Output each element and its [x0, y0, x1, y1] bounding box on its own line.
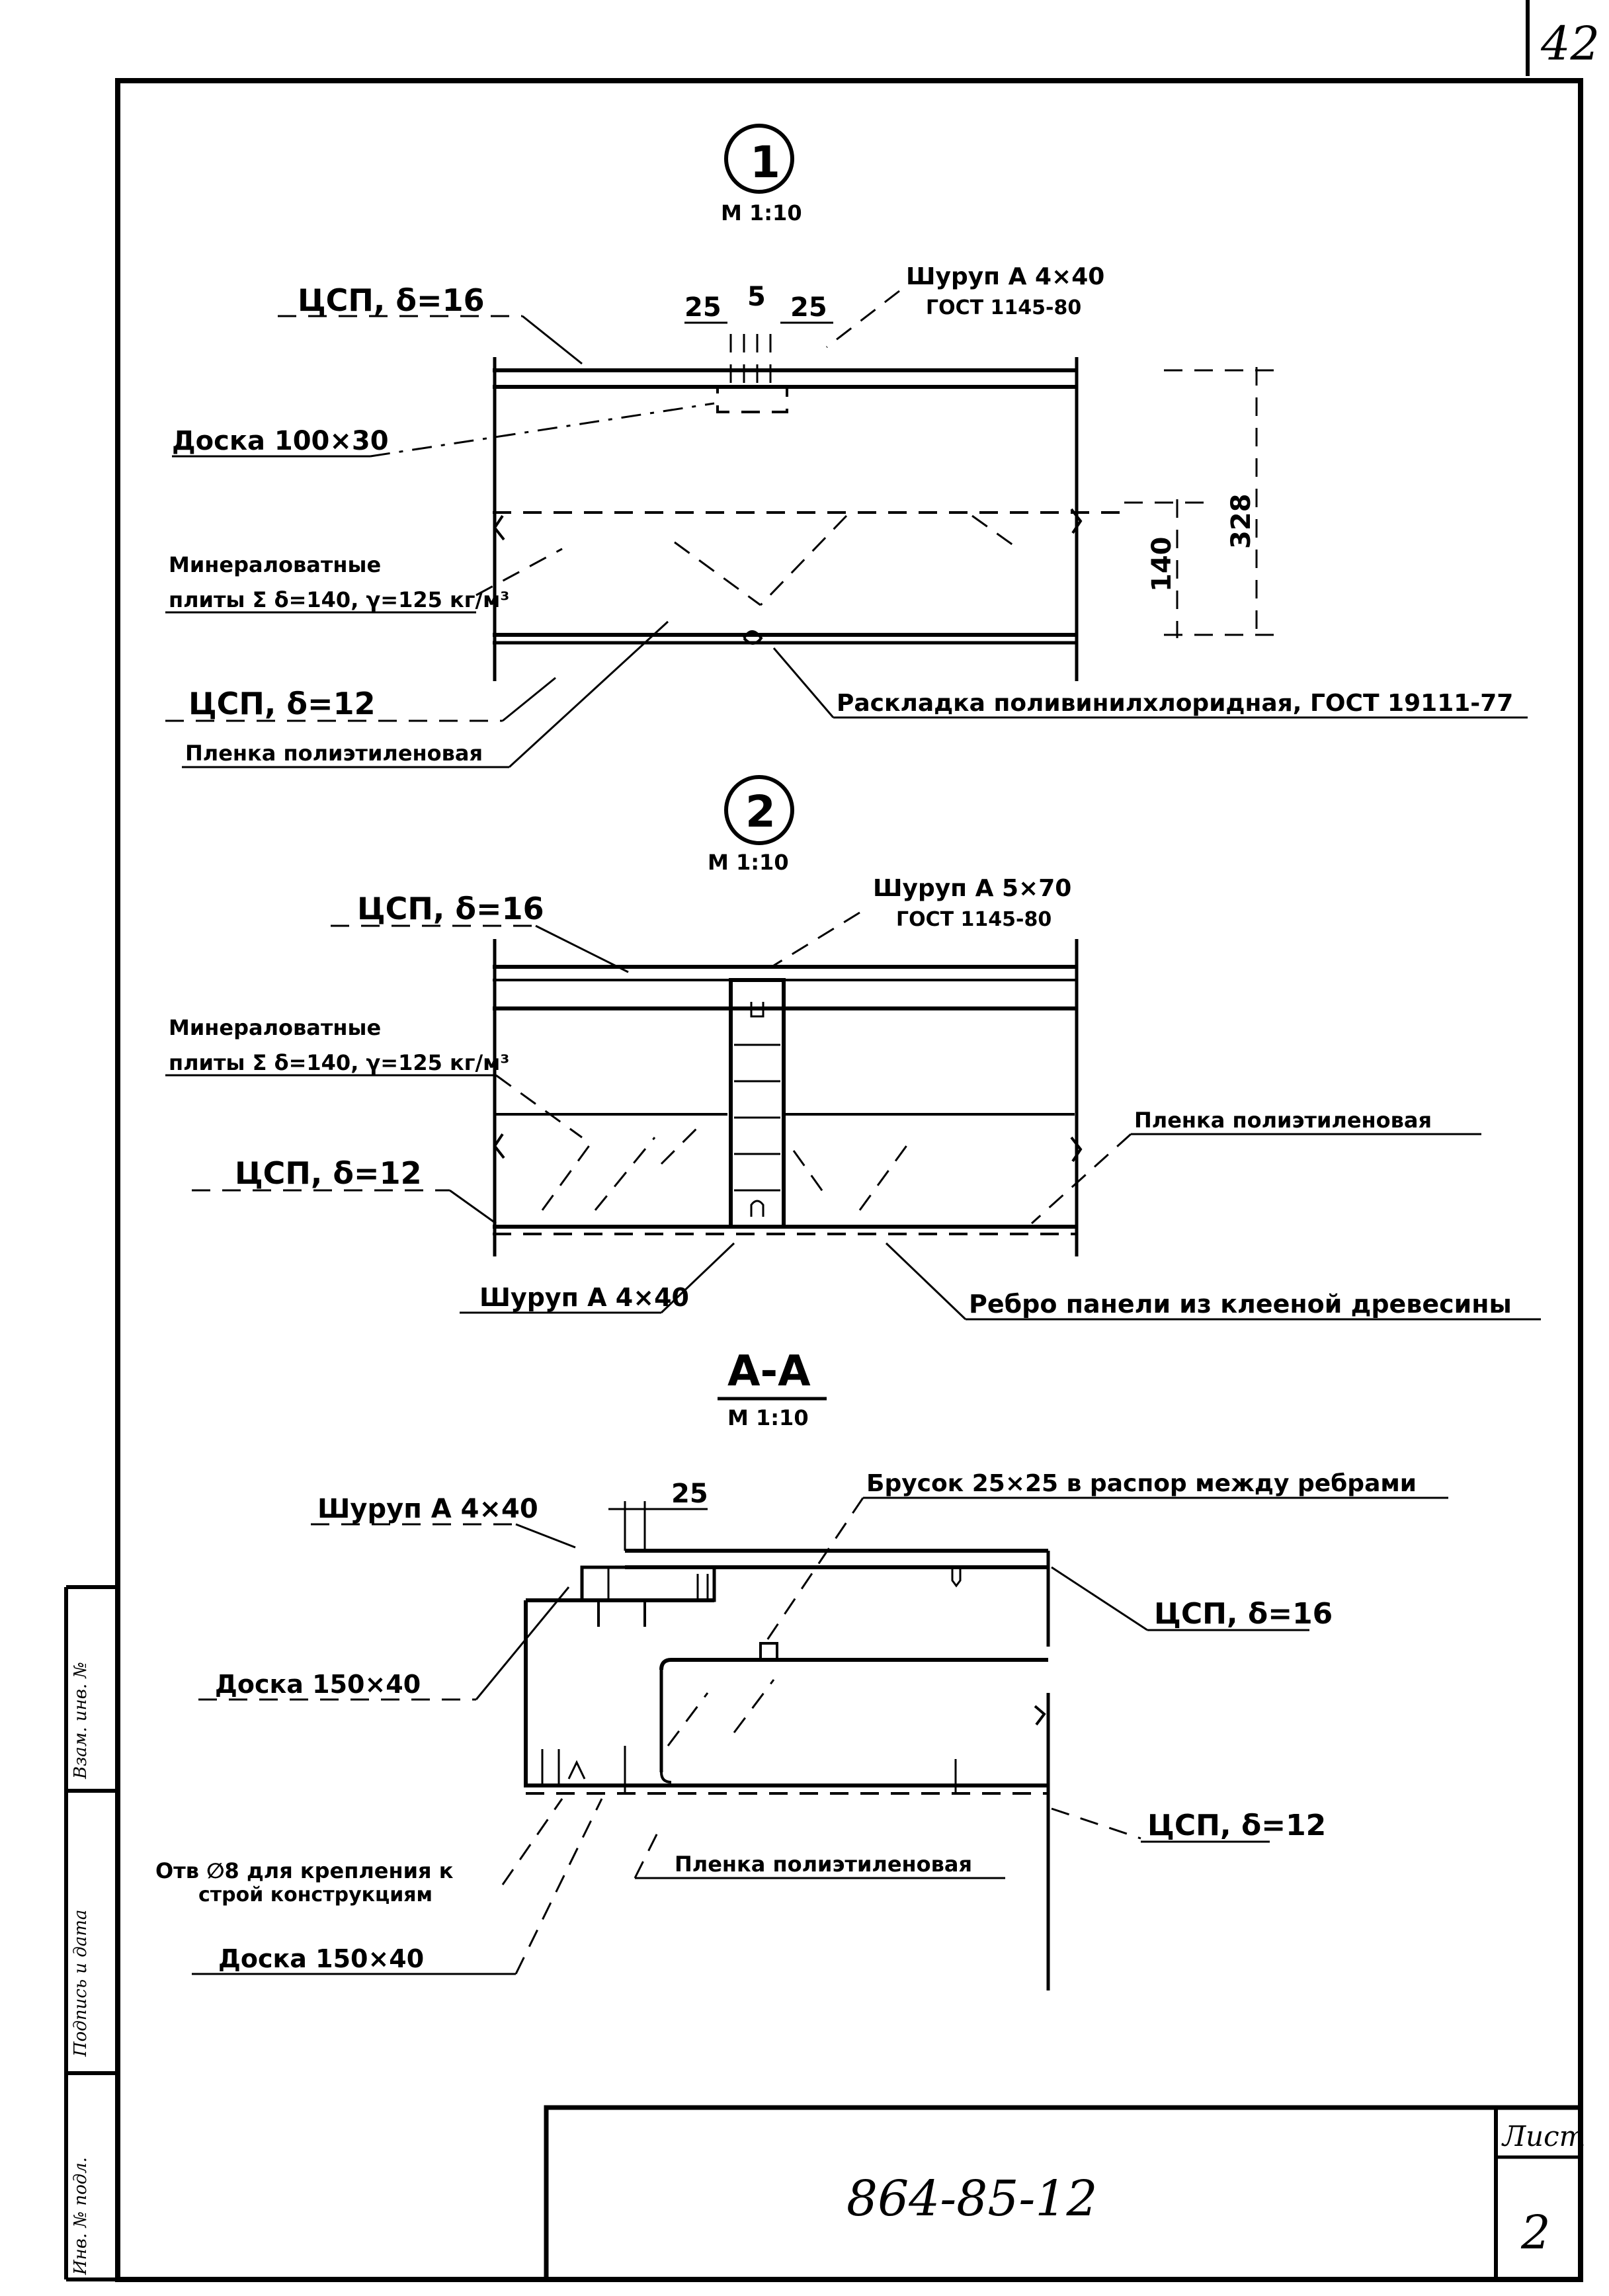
detail-2-screw-bottom: Шуруп А 4×40	[479, 1283, 689, 1312]
drawing-code: 864-85-12	[846, 2170, 1098, 2227]
section-hole-1: Отв ∅8 для крепления к	[155, 1858, 454, 1883]
detail-2-csp16: ЦСП, δ=16	[357, 891, 544, 926]
detail-1-screw-2: ГОСТ 1145-80	[926, 296, 1081, 319]
section-csp12: ЦСП, δ=12	[1147, 1809, 1326, 1842]
detail-2-mineral-1: Минераловатные	[169, 1015, 381, 1040]
section-screw: Шуруп А 4×40	[317, 1494, 538, 1524]
section-hole-2: строй конструкциям	[198, 1883, 433, 1906]
section-csp16: ЦСП, δ=16	[1154, 1597, 1333, 1631]
detail-1-csp12: ЦСП, δ=12	[188, 686, 376, 721]
section-dim-25: 25	[671, 1479, 708, 1509]
detail-2-mineral-2: плиты Σ δ=140, γ=125 кг/м³	[169, 1050, 509, 1075]
section-film: Пленка полиэтиленовая	[675, 1852, 972, 1877]
title-sheet-no: 2	[1520, 2205, 1551, 2260]
detail-2-screw-1: Шуруп А 5×70	[873, 875, 1071, 902]
detail-1-film: Пленка полиэтиленовая	[185, 741, 483, 766]
section-board-bottom: Доска 150×40	[218, 1944, 424, 1973]
detail-1-scale: М 1:10	[721, 200, 802, 226]
detail-1-screw-1: Шуруп А 4×40	[906, 263, 1104, 290]
detail-2-scale: М 1:10	[708, 850, 789, 875]
corner-sheet-number: 42	[1540, 17, 1600, 71]
sheet-frame: 42 Взам. инв. № Подпись и дата Инв. № по…	[64, 0, 1600, 2282]
stamp-replace-inv: Взам. инв. №	[71, 1662, 91, 1780]
section-a-a: А-А М 1:10	[155, 1347, 1448, 1990]
detail-2-screw-2: ГОСТ 1145-80	[896, 908, 1052, 931]
detail-1: 1 М 1:10 328 140 25 5 25	[165, 124, 1528, 768]
section-bar: Брусок 25×25 в распор между ребрами	[866, 1470, 1417, 1497]
detail-2-marker: 2	[745, 786, 776, 837]
detail-2-rib: Ребро панели из клееной древесины	[969, 1290, 1512, 1319]
detail-1-dim-328: 328	[1226, 494, 1257, 550]
title-sheet-label: Лист	[1501, 2120, 1585, 2152]
detail-2: 2 М 1:10 ЦСП, δ=16 Шуруп А 5×70 ГОСТ 1	[165, 775, 1541, 1321]
detail-1-mineral-1: Минераловатные	[169, 552, 381, 577]
detail-1-dim-140: 140	[1147, 537, 1177, 593]
detail-2-film: Пленка полиэтиленовая	[1134, 1108, 1432, 1133]
detail-1-dim-25a: 25	[684, 292, 722, 323]
detail-1-dim-5: 5	[747, 282, 766, 312]
stamp-inv-no: Инв. № подл.	[71, 2157, 91, 2276]
detail-1-marker: 1	[750, 137, 780, 188]
detail-1-gasket: Раскладка поливинилхлоридная, ГОСТ 19111…	[837, 690, 1513, 717]
section-scale: М 1:10	[727, 1405, 809, 1430]
section-title: А-А	[727, 1347, 811, 1396]
detail-2-csp12: ЦСП, δ=12	[235, 1155, 422, 1191]
detail-1-board: Доска 100×30	[172, 426, 389, 456]
detail-1-dim-25b: 25	[790, 292, 827, 323]
stamp-sign-date: Подпись и дата	[71, 1910, 91, 2057]
detail-1-csp16: ЦСП, δ=16	[298, 282, 485, 318]
detail-1-mineral-2: плиты Σ δ=140, γ=125 кг/м³	[169, 587, 509, 612]
section-board-top: Доска 150×40	[215, 1670, 421, 1699]
